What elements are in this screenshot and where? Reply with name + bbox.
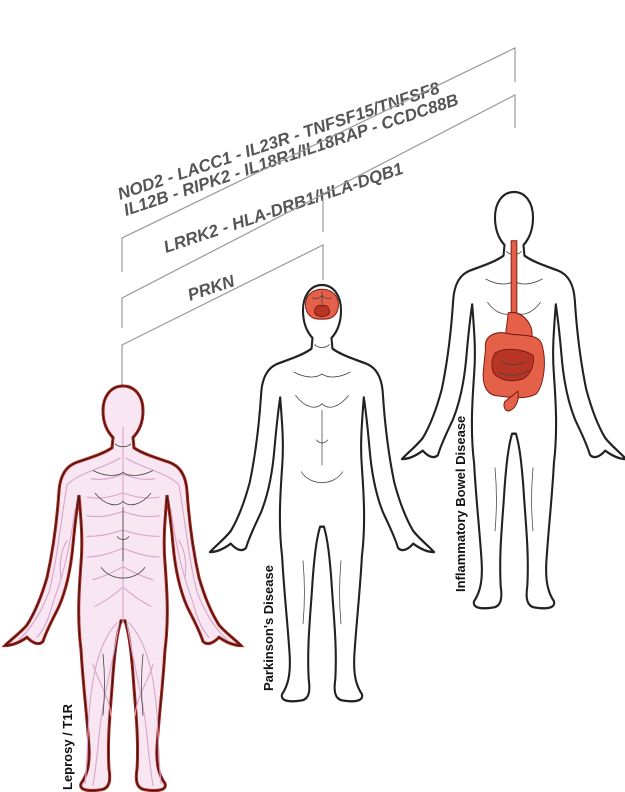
gene-label-ibd-line1: NOD2 - LACC1 - IL23R - TNFSF15/TNFSF8 [115,78,442,203]
disease-label-ibd: Inflammatory Bowel Disease [453,416,468,592]
gene-label-leprosy-parkinsons: PRKN [185,271,237,305]
leprosy-figure [5,386,241,791]
disease-label-parkinsons: Parkinson's Disease [261,565,276,691]
parkinsons-figure [210,285,434,701]
disease-label-leprosy: Leprosy / T1R [60,703,75,790]
brain-organ [306,289,339,319]
ibd-figure [402,192,625,608]
gene-labels: NOD2 - LACC1 - IL23R - TNFSF15/TNFSF8 IL… [115,78,461,304]
